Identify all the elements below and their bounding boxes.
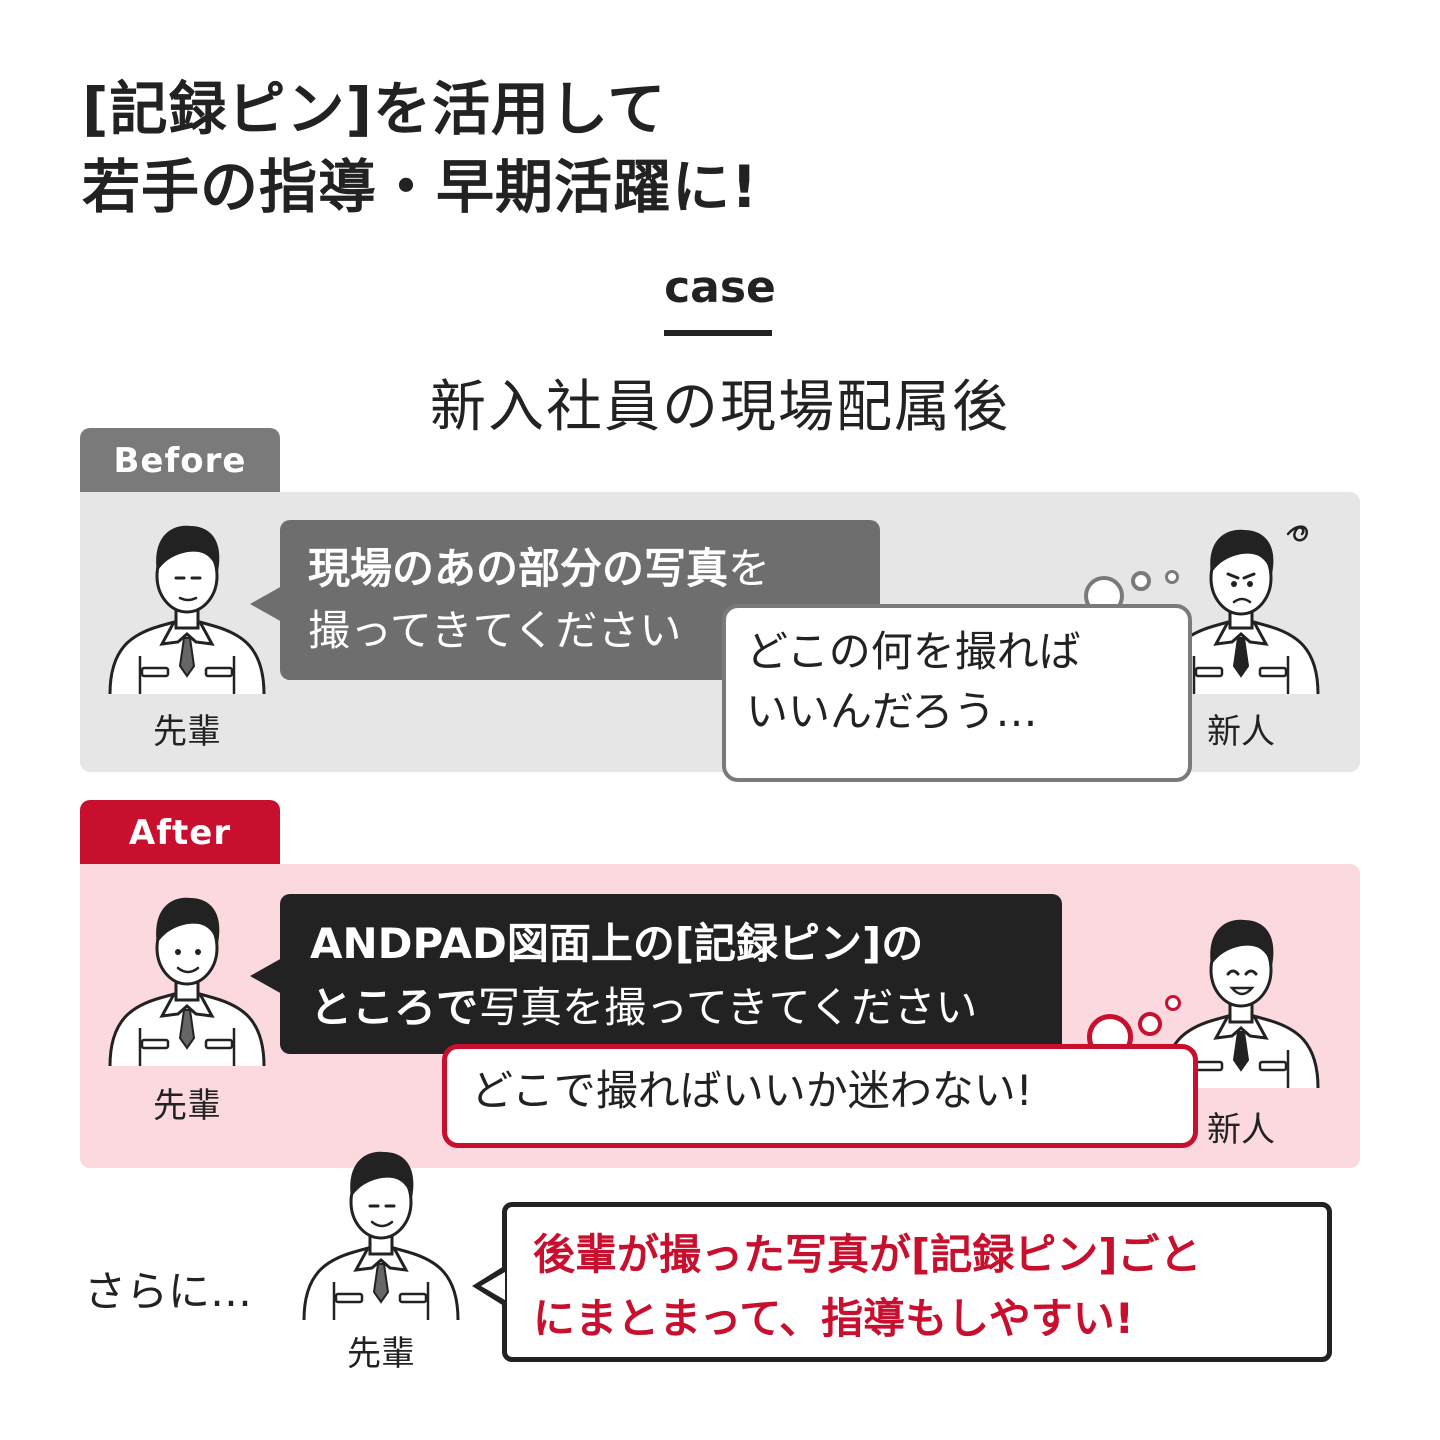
senior-speech-bubble: 後輩が撮った写真が[記録ピン]ごと にまとまって、指導もしやすい! (502, 1202, 1332, 1362)
headline-line-2: 若手の指導・早期活躍に! (82, 153, 759, 221)
headline-line-1: [記録ピン]を活用して (82, 75, 667, 143)
newbie-thought-bubble: どこの何を撮れば いいんだろう… (722, 604, 1192, 782)
senior-illustration-icon (302, 1151, 460, 1321)
before-tab: Before (80, 428, 280, 492)
speech-rest: 写真を撮ってきてください (478, 983, 978, 1032)
thought-dot-medium (1138, 1012, 1162, 1036)
thought-dot-small (1165, 570, 1179, 584)
senior-illustration-icon (108, 525, 266, 695)
case-underline (664, 330, 772, 336)
speech-line-1: ANDPAD図面上の[記録ピン]の (310, 919, 924, 968)
senior-label: 先輩 (347, 1334, 415, 1374)
speech-line-2: 撮ってきてください (308, 606, 682, 655)
senior-label: 先輩 (153, 1086, 221, 1126)
case-title: 新入社員の現場配属後 (430, 375, 1010, 440)
after-tab: After (80, 800, 280, 864)
newbie-label: 新人 (1207, 1110, 1275, 1150)
senior-speech-tail (250, 586, 282, 622)
thought-line-1: どこの何を撮れば (746, 627, 1081, 676)
senior-speech-tail (250, 958, 282, 994)
case-label: case (664, 262, 776, 313)
senior-illustration-icon (108, 897, 266, 1067)
speech-emphasis: 現場のあの部分の写真 (308, 544, 729, 593)
senior-speech-bubble: ANDPAD図面上の[記録ピン]の ところで写真を撮ってきてください (280, 894, 1062, 1054)
thought-dot-medium (1131, 571, 1151, 591)
speech-line-2: にまとまって、指導もしやすい! (533, 1294, 1134, 1343)
more-label: さらに… (84, 1267, 253, 1316)
newbie-thought-bubble: どこで撮ればいいか迷わない! (442, 1044, 1198, 1148)
page-headline: [記録ピン]を活用して 若手の指導・早期活躍に! (82, 70, 758, 226)
speech-rest: を (728, 544, 771, 593)
thought-dot-small (1165, 995, 1181, 1011)
speech-emphasis: ところで (310, 983, 479, 1032)
newbie-happy-illustration-icon (1162, 919, 1320, 1089)
thought-line-2: いいんだろう… (746, 687, 1038, 736)
newbie-label: 新人 (1207, 712, 1275, 752)
newbie-confused-illustration-icon (1162, 525, 1320, 695)
speech-line-1: 後輩が撮った写真が[記録ピン]ごと (533, 1230, 1202, 1279)
senior-speech-tail-fill (481, 1272, 505, 1300)
senior-label: 先輩 (153, 712, 221, 752)
